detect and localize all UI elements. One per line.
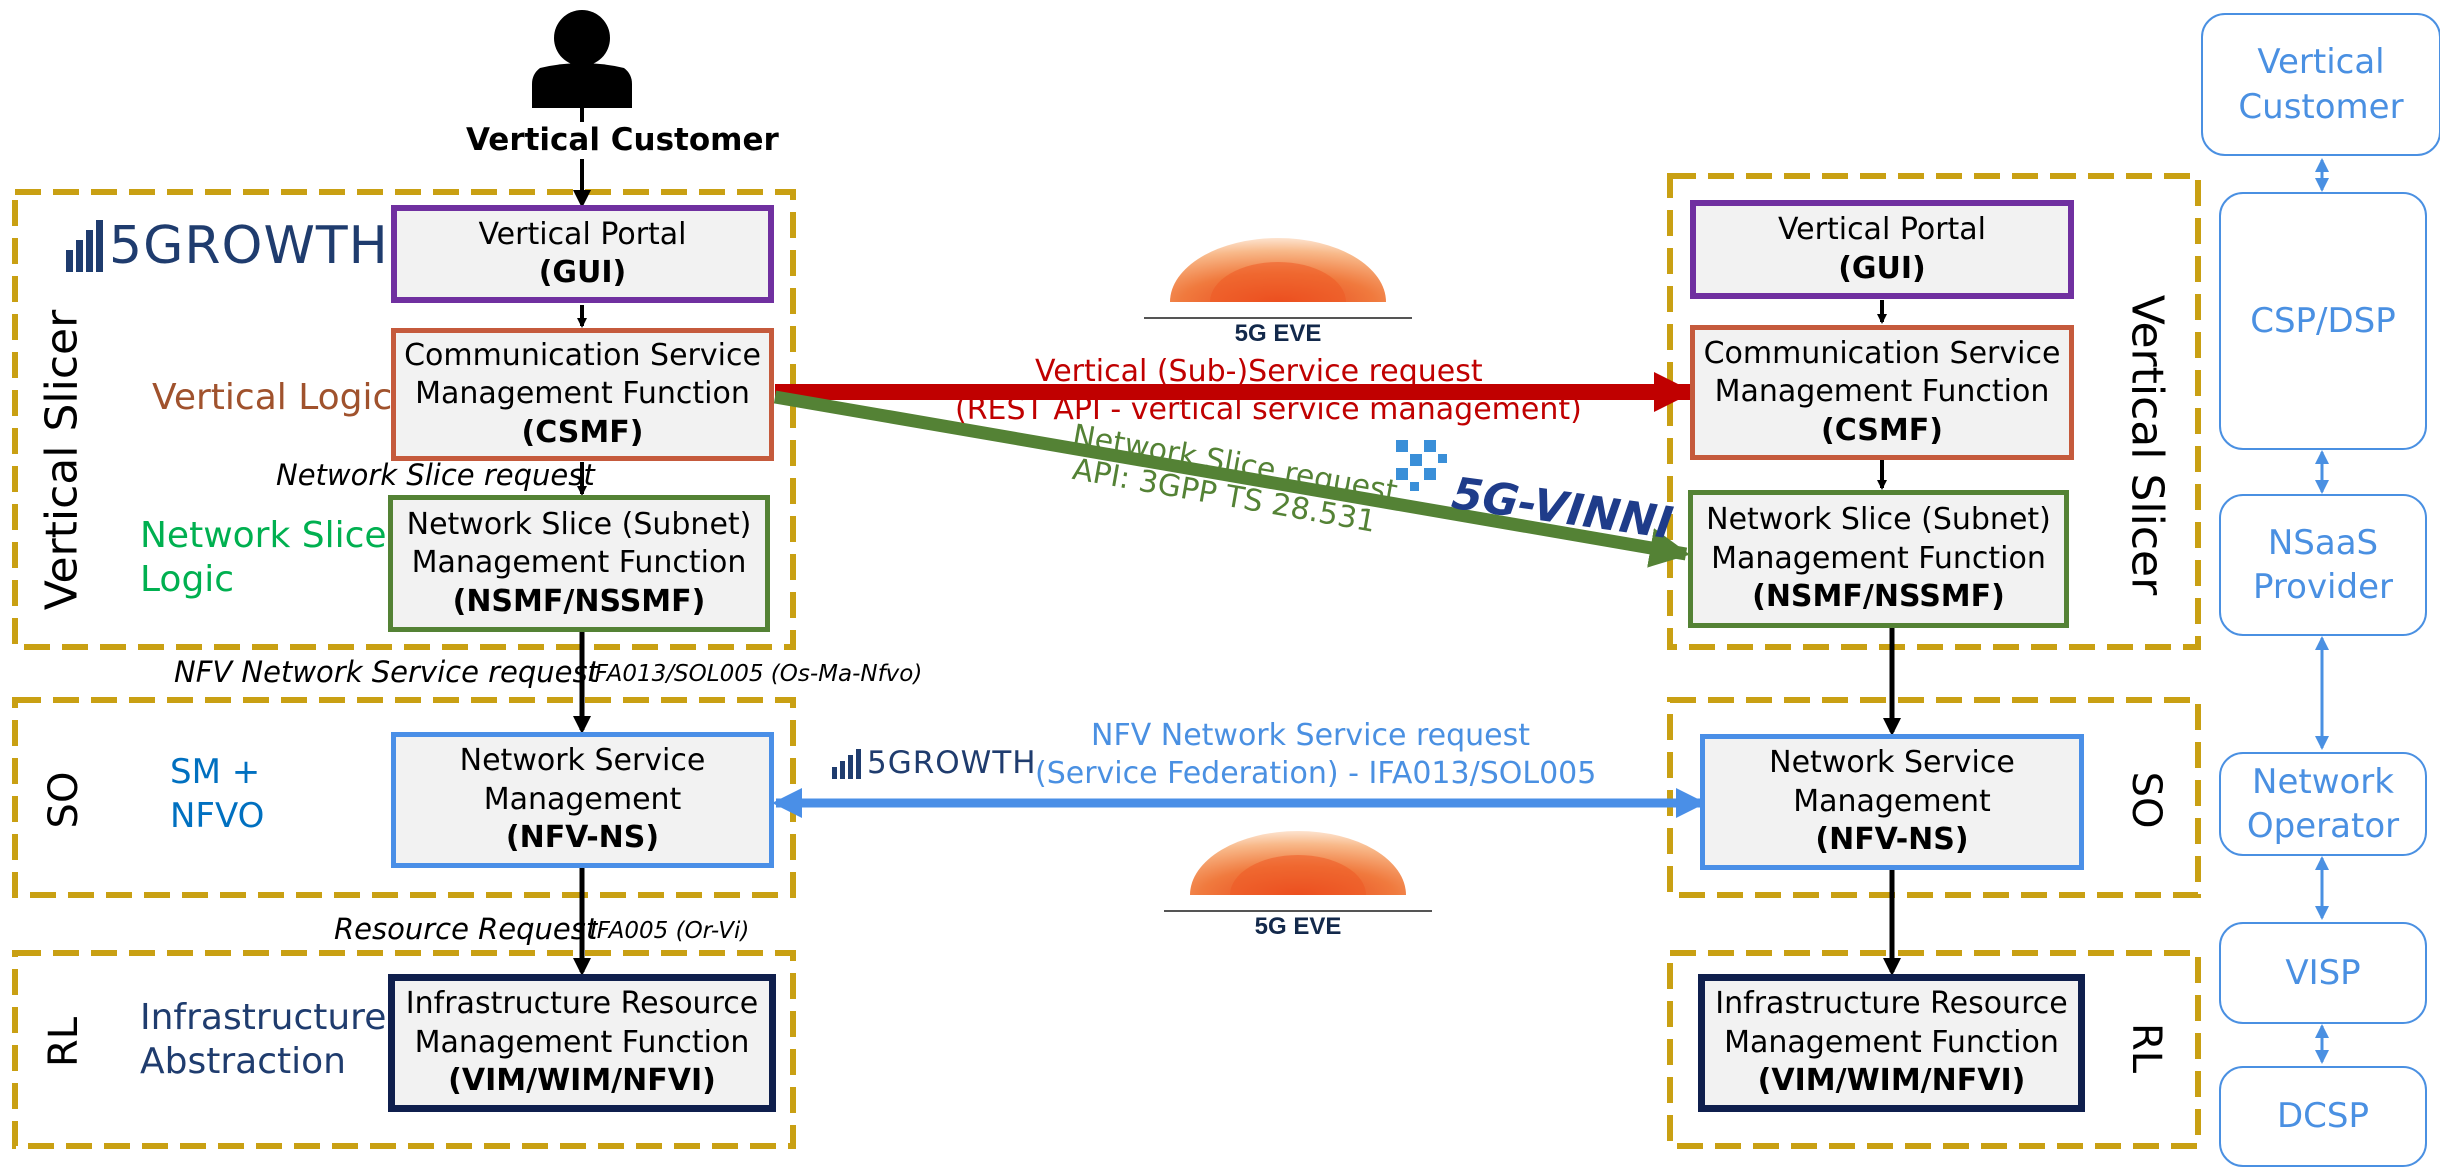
fivegrowth-signal-icon	[66, 220, 103, 272]
resource-request-label: Resource Request	[334, 912, 598, 946]
resource-request-api-label: IFA005 (Or-Vi)	[590, 918, 750, 944]
role-label: CSP/DSP	[2250, 300, 2396, 341]
left-rl-frame	[12, 950, 796, 1149]
arrow-network-slice-request	[773, 390, 1690, 568]
network-slice-request-label: Network Slice request	[276, 458, 595, 492]
right-rl-frame	[1667, 950, 2201, 1149]
role-dcsp: DCSP	[2219, 1066, 2427, 1167]
fivegrowth-logo-text: 5GROWTH	[109, 216, 389, 276]
left-vertical-slicer-label: Vertical Slicer	[36, 309, 88, 611]
right-rl-label: RL	[2123, 1022, 2169, 1074]
box-acronym: (GUI)	[538, 255, 627, 290]
left-vim-box: Infrastructure Resource Management Funct…	[388, 974, 776, 1112]
right-vertical-portal-box: Vertical Portal (GUI)	[1690, 200, 2074, 299]
box-subtitle: Management Function	[414, 1024, 750, 1060]
infrastructure-abstraction-label-line1: Infrastructure	[140, 997, 387, 1038]
box-subtitle: Management	[483, 781, 682, 817]
left-vertical-portal-box: Vertical Portal (GUI)	[391, 205, 774, 303]
left-vertical-slicer-frame	[12, 189, 796, 650]
fivegrowth-logo-top: 5GROWTH	[66, 220, 389, 272]
right-nfvns-box: Network Service Management (NFV-NS)	[1700, 734, 2084, 870]
box-acronym: (GUI)	[1838, 250, 1926, 286]
role-nsaas-provider: NSaaS Provider	[2219, 494, 2427, 636]
box-acronym: (CSMF)	[521, 414, 644, 450]
right-vim-box: Infrastructure Resource Management Funct…	[1698, 974, 2085, 1112]
role-label: NSaaS Provider	[2253, 522, 2393, 607]
fivegeve-logo-top-dome	[1144, 238, 1412, 319]
person-icon	[532, 10, 632, 108]
sm-nfvo-label-line2: NFVO	[170, 796, 265, 836]
box-title: Communication Service	[404, 337, 761, 373]
box-acronym: (VIM/WIM/NFVI)	[448, 1063, 716, 1099]
box-title: Communication Service	[1703, 335, 2061, 371]
role-label: VISP	[2285, 952, 2361, 993]
box-acronym: (NFV-NS)	[1815, 822, 1969, 858]
role-label: Vertical Customer	[2238, 42, 2404, 127]
box-subtitle: Management Function	[1714, 374, 2050, 410]
fivegvinni-logo-mark	[1396, 440, 1447, 491]
nfv-federation-request-label-line1: NFV Network Service request	[1091, 718, 1530, 753]
network-slice-logic-label-line1: Network Slice	[140, 515, 387, 556]
vertical-logic-label: Vertical Logic	[152, 377, 393, 418]
left-rl-label: RL	[41, 1016, 87, 1068]
role-visp: VISP	[2219, 922, 2427, 1024]
vertical-customer-label: Vertical Customer	[464, 122, 781, 160]
role-csp-dsp: CSP/DSP	[2219, 192, 2427, 450]
left-so-label: SO	[41, 771, 87, 829]
role-label: Network Operator	[2246, 761, 2400, 846]
vertical-service-request-label-line2: (REST API - vertical service management)	[955, 392, 1582, 427]
box-title: Network Slice (Subnet)	[406, 506, 752, 542]
box-subtitle: Management	[1793, 783, 1991, 819]
fivegrowth-signal-icon	[832, 749, 861, 779]
box-title: Network Service	[459, 743, 706, 779]
left-csmf-box: Communication Service Management Functio…	[391, 328, 774, 461]
right-csmf-box: Communication Service Management Functio…	[1690, 325, 2074, 460]
box-subtitle: Management Function	[1724, 1024, 2059, 1060]
box-title: Infrastructure Resource	[405, 986, 759, 1022]
role-network-operator: Network Operator	[2219, 752, 2427, 856]
fivegeve-logo-bottom-dome	[1164, 831, 1432, 912]
left-nsmf-box: Network Slice (Subnet) Management Functi…	[388, 495, 770, 632]
vertical-service-request-label-line1: Vertical (Sub-)Service request	[1035, 354, 1483, 389]
right-vertical-slicer-label: Vertical Slicer	[2121, 294, 2173, 596]
box-subtitle: Management Function	[1711, 540, 2046, 576]
right-so-label: SO	[2123, 771, 2169, 829]
fivegeve-logo-text: 5G EVE	[1234, 320, 1322, 347]
box-acronym: (NFV-NS)	[505, 820, 660, 856]
fivegeve-logo-text: 5G EVE	[1254, 913, 1342, 940]
box-title: Vertical Portal	[478, 216, 687, 252]
box-title: Infrastructure Resource	[1715, 986, 2068, 1022]
box-title: Vertical Portal	[1777, 212, 1987, 248]
box-acronym: (CSMF)	[1821, 412, 1943, 448]
nfv-federation-request-label-line2: (Service Federation) - IFA013/SOL005	[1035, 756, 1597, 791]
fivegrowth-logo-middle: 5GROWTH	[832, 748, 1037, 779]
box-title: Network Service	[1769, 745, 2015, 781]
role-label: DCSP	[2276, 1096, 2369, 1137]
box-acronym: (NSMF/NSSMF)	[1752, 579, 2005, 615]
left-nfvns-box: Network Service Management (NFV-NS)	[391, 732, 774, 868]
box-subtitle: Management Function	[411, 545, 747, 581]
role-vertical-customer: Vertical Customer	[2201, 13, 2440, 156]
fivegeve-logo-top: 5G EVE	[1220, 320, 1336, 348]
box-subtitle: Management Function	[415, 376, 750, 412]
sm-nfvo-label-line1: SM +	[170, 752, 261, 792]
network-slice-logic-label-line2: Logic	[140, 559, 235, 600]
nfv-network-service-request-api-label: IFA013/SOL005 (Os-Ma-Nfvo)	[588, 661, 923, 687]
right-nsmf-box: Network Slice (Subnet) Management Functi…	[1688, 490, 2069, 628]
box-acronym: (VIM/WIM/NFVI)	[1757, 1063, 2026, 1099]
infrastructure-abstraction-label-line2: Abstraction	[140, 1041, 346, 1082]
box-title: Network Slice (Subnet)	[1706, 502, 2051, 538]
nfv-network-service-request-label: NFV Network Service request	[174, 655, 600, 689]
fivegeve-logo-bottom: 5G EVE	[1240, 913, 1356, 941]
box-acronym: (NSMF/NSSMF)	[452, 583, 706, 619]
fivegrowth-logo-text: 5GROWTH	[867, 745, 1037, 781]
